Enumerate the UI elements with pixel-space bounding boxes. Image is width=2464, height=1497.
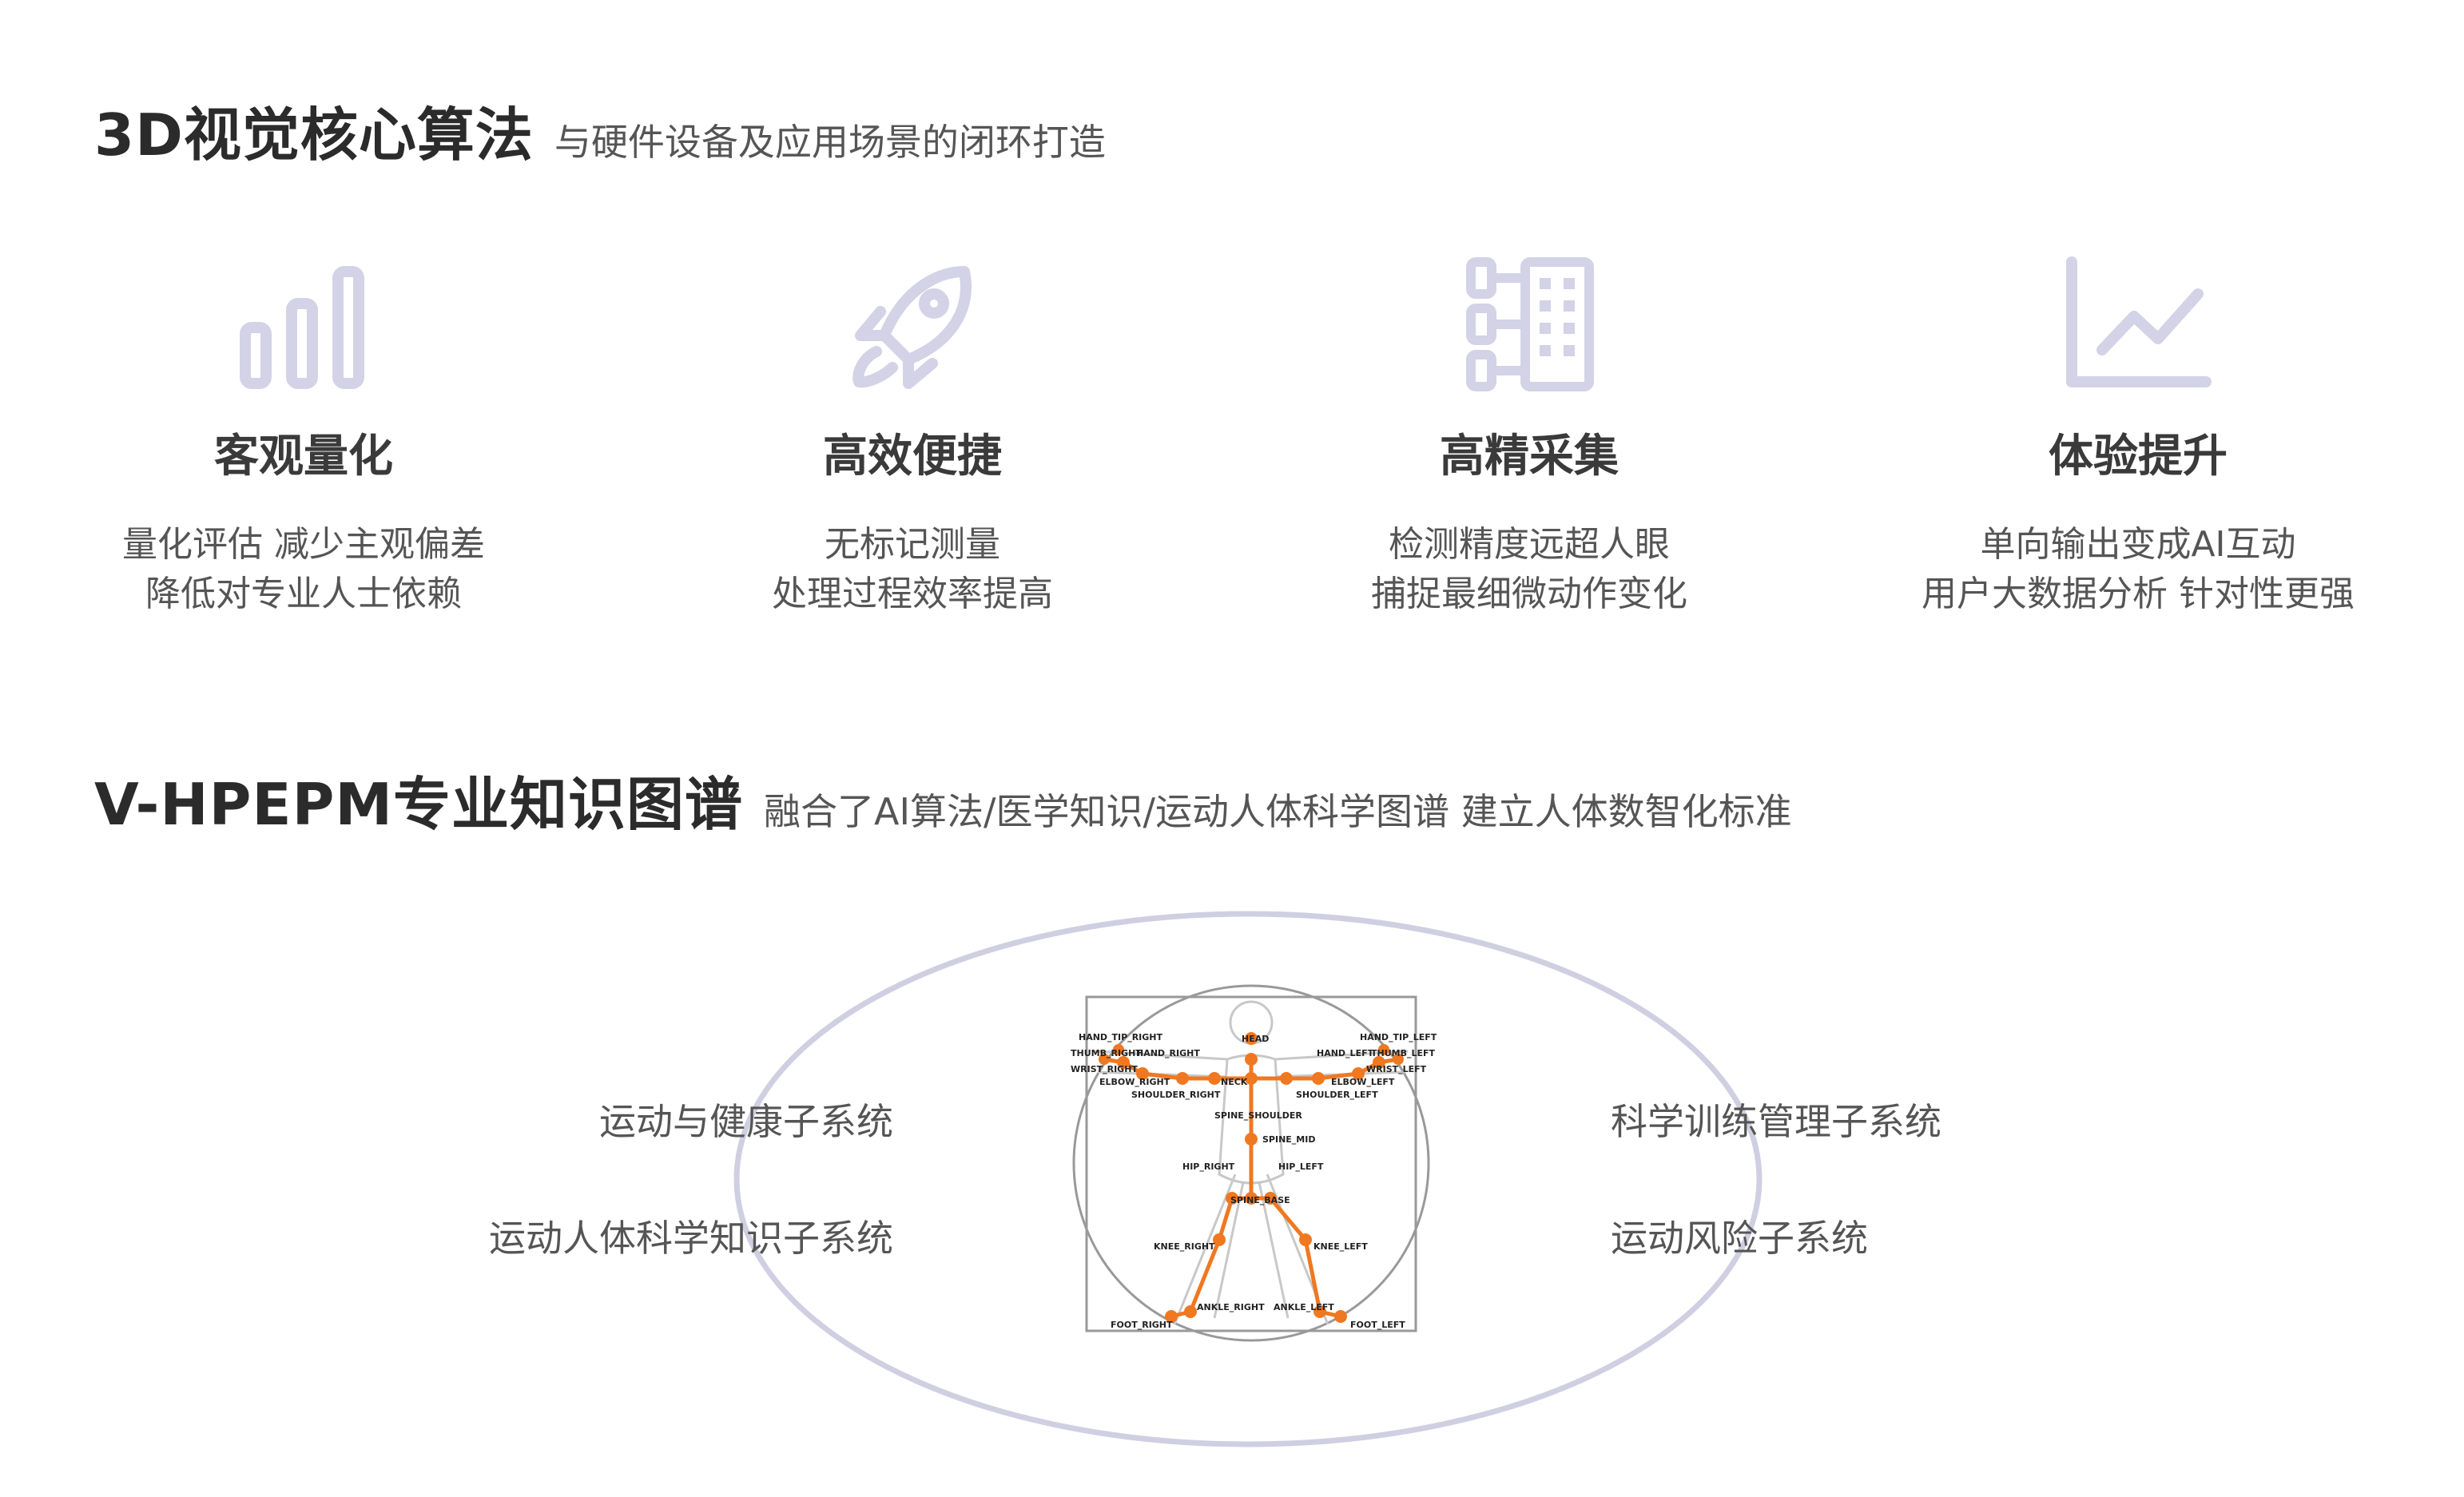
feature-desc: 无标记测量 处理过程效率提高 — [673, 520, 1152, 619]
label-hand-tip-left: HAND_TIP_LEFT — [1360, 1032, 1437, 1042]
joint-wrist-left — [1352, 1067, 1365, 1080]
joint-elbow-left — [1312, 1072, 1325, 1085]
label-hip-left: HIP_LEFT — [1278, 1161, 1324, 1172]
vitruvian-skeleton-figure: HAND_TIP_RIGHT THUMB_RIGHT HAND_RIGHT WR… — [1071, 984, 1437, 1342]
joint-hand-tip-right — [1099, 1054, 1110, 1065]
label-spine-shoulder: SPINE_SHOULDER — [1214, 1110, 1302, 1121]
joint-ankle-left — [1313, 1305, 1326, 1318]
feature-experience: 体验提升 单向输出变成AI互动 用户大数据分析 针对性更强 — [1898, 256, 2378, 619]
section-heading: 3D视觉核心算法 — [94, 101, 534, 169]
label-hand-tip-right: HAND_TIP_RIGHT — [1079, 1032, 1163, 1042]
joint-foot-left — [1334, 1310, 1347, 1323]
joint-elbow-right — [1176, 1072, 1189, 1085]
joint-shoulder-right — [1208, 1072, 1221, 1085]
building-icon — [1290, 256, 1769, 391]
feature-desc: 单向输出变成AI互动 用户大数据分析 针对性更强 — [1898, 520, 2378, 619]
feature-name: 客观量化 — [214, 431, 393, 482]
bar-chart-icon — [64, 256, 543, 391]
label-head: HEAD — [1242, 1034, 1269, 1044]
joint-spine-mid — [1245, 1133, 1258, 1146]
rocket-icon — [673, 256, 1152, 391]
label-neck: NECK — [1221, 1077, 1248, 1087]
label-thumb-left: THUMB_LEFT — [1371, 1048, 1436, 1058]
joint-spine-base — [1245, 1192, 1258, 1205]
label-knee-left: KNEE_LEFT — [1313, 1241, 1368, 1252]
label-ankle-right: ANKLE_RIGHT — [1197, 1302, 1265, 1312]
feature-efficient: 高效便捷 无标记测量 处理过程效率提高 — [673, 256, 1152, 619]
joint-hand-tip-left — [1393, 1054, 1404, 1065]
joint-spine-shoulder — [1245, 1072, 1258, 1085]
label-spine-mid: SPINE_MID — [1262, 1134, 1315, 1145]
joint-hip-right — [1226, 1192, 1238, 1205]
joint-hip-left — [1264, 1192, 1277, 1205]
joint-neck — [1245, 1053, 1258, 1066]
feature-desc-line: 量化评估 减少主观偏差 — [122, 524, 485, 565]
feature-desc: 检测精度远超人眼 捕捉最细微动作变化 — [1290, 520, 1769, 619]
joint-knee-left — [1299, 1233, 1312, 1246]
label-wrist-right: WRIST_RIGHT — [1071, 1064, 1138, 1074]
line-chart-icon — [1898, 256, 2378, 391]
joint-shoulder-left — [1280, 1072, 1293, 1085]
vitruvian-circle — [1072, 984, 1430, 1342]
subsystem-sports-risk: 运动风险子系统 — [1611, 1217, 1868, 1260]
feature-desc-line: 捕捉最细微动作变化 — [1371, 574, 1687, 614]
joint-ankle-right — [1184, 1305, 1197, 1318]
joint-wrist-right — [1136, 1067, 1149, 1080]
feature-name: 高效便捷 — [823, 431, 1002, 482]
section-subheading: 融合了AI算法/医学知识/运动人体科学图谱 建立人体数智化标准 — [764, 790, 1792, 833]
label-foot-right: FOOT_RIGHT — [1111, 1320, 1173, 1330]
label-knee-right: KNEE_RIGHT — [1154, 1241, 1215, 1252]
feature-name: 高精采集 — [1440, 431, 1619, 482]
label-hand-right: HAND_RIGHT — [1136, 1048, 1200, 1058]
label-spine-base: SPINE_BASE — [1230, 1195, 1290, 1205]
feature-name: 体验提升 — [2049, 431, 2228, 482]
feature-precision: 高精采集 检测精度远超人眼 捕捉最细微动作变化 — [1290, 256, 1769, 619]
section-subheading: 与硬件设备及应用场景的闭环打造 — [554, 121, 1106, 164]
label-foot-left: FOOT_LEFT — [1350, 1320, 1405, 1330]
feature-desc-line: 降低对专业人士依赖 — [145, 574, 462, 614]
joint-head — [1245, 1032, 1258, 1045]
label-ankle-left: ANKLE_LEFT — [1274, 1302, 1334, 1312]
label-hip-right: HIP_RIGHT — [1182, 1161, 1235, 1172]
joint-hand-left — [1373, 1056, 1385, 1069]
feature-desc: 量化评估 减少主观偏差 降低对专业人士依赖 — [64, 520, 543, 619]
section-heading: V-HPEPM专业知识图谱 — [94, 771, 743, 838]
label-elbow-left: ELBOW_LEFT — [1331, 1077, 1395, 1087]
label-thumb-right: THUMB_RIGHT — [1071, 1048, 1142, 1058]
joint-thumb-right — [1113, 1044, 1124, 1055]
label-wrist-left: WRIST_LEFT — [1366, 1064, 1427, 1074]
section-title-knowledge-graph: V-HPEPM专业知识图谱 融合了AI算法/医学知识/运动人体科学图谱 建立人体… — [94, 757, 1792, 841]
subsystem-training-management: 科学训练管理子系统 — [1611, 1100, 1941, 1143]
skeleton-joints — [1099, 1032, 1404, 1323]
section-title-algorithm: 3D视觉核心算法 与硬件设备及应用场景的闭环打造 — [94, 88, 1106, 172]
feature-desc-line: 无标记测量 — [825, 524, 1000, 565]
label-elbow-right: ELBOW_RIGHT — [1099, 1077, 1170, 1087]
joint-knee-right — [1213, 1233, 1226, 1246]
feature-desc-line: 检测精度远超人眼 — [1389, 524, 1670, 565]
feature-desc-line: 处理过程效率提高 — [772, 574, 1053, 614]
subsystem-human-science-knowledge: 运动人体科学知识子系统 — [489, 1217, 893, 1260]
label-shoulder-left: SHOULDER_LEFT — [1296, 1090, 1378, 1100]
joint-foot-right — [1165, 1310, 1178, 1323]
vitruvian-square — [1085, 995, 1417, 1332]
joint-hand-right — [1117, 1056, 1130, 1069]
feature-desc-line: 单向输出变成AI互动 — [1980, 524, 2296, 565]
joint-thumb-left — [1378, 1044, 1389, 1055]
label-shoulder-right: SHOULDER_RIGHT — [1131, 1090, 1221, 1100]
subsystem-sports-health: 运动与健康子系统 — [599, 1100, 893, 1143]
feature-desc-line: 用户大数据分析 针对性更强 — [1922, 574, 2355, 614]
label-hand-left: HAND_LEFT — [1317, 1048, 1374, 1058]
feature-quantify: 客观量化 量化评估 减少主观偏差 降低对专业人士依赖 — [64, 256, 543, 619]
